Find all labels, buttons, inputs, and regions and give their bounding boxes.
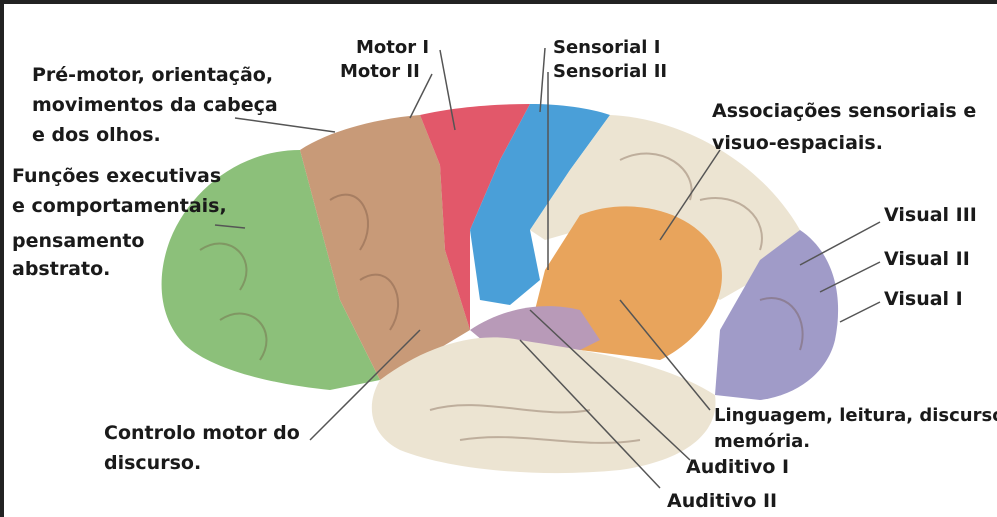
executive-label-line3: pensamento bbox=[12, 228, 145, 254]
association-label-line1: Associações sensoriais e bbox=[712, 98, 976, 124]
executive-label-line2: e comportamentais, bbox=[12, 193, 227, 219]
sensorial2-label: Sensorial II bbox=[553, 60, 667, 84]
association-label-line2: visuo-espaciais. bbox=[712, 130, 883, 156]
visual3-label: Visual III bbox=[884, 202, 977, 228]
premotor-label-line1: Pré-motor, orientação, bbox=[32, 62, 273, 88]
speech-motor-label-line1: Controlo motor do bbox=[104, 420, 300, 446]
speech-motor-label-line2: discurso. bbox=[104, 450, 201, 476]
premotor-label-line2: movimentos da cabeça bbox=[32, 92, 278, 118]
executive-label-line1: Funções executivas bbox=[12, 163, 221, 189]
auditory2-label: Auditivo II bbox=[667, 488, 777, 514]
visual1-label: Visual I bbox=[884, 286, 963, 312]
motor2-label: Motor II bbox=[340, 60, 420, 84]
auditory1-label: Auditivo I bbox=[686, 454, 789, 480]
visual2-label: Visual II bbox=[884, 246, 970, 272]
motor1-label: Motor I bbox=[356, 36, 429, 60]
premotor-label-line3: e dos olhos. bbox=[32, 122, 161, 148]
executive-label-line4: abstrato. bbox=[12, 256, 110, 282]
language-label-line2: memória. bbox=[714, 430, 810, 454]
language-label-line1: Linguagem, leitura, discurso, bbox=[714, 404, 997, 428]
sensorial1-label: Sensorial I bbox=[553, 36, 660, 60]
